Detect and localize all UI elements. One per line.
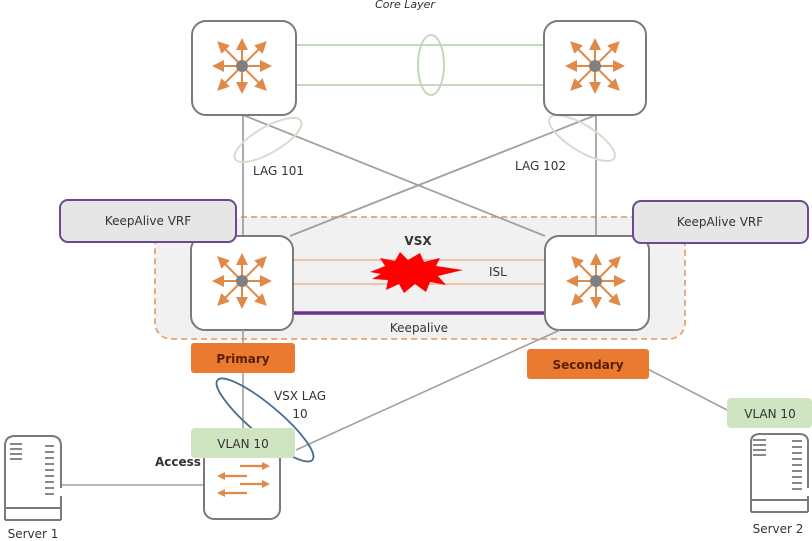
keepalive-vrf-left: KeepAlive VRF: [59, 199, 237, 243]
primary-role-label: Primary: [216, 352, 269, 366]
server-icon: [750, 433, 809, 513]
primary-role-badge: Primary: [191, 343, 295, 373]
server-1-label: Server 1: [8, 527, 59, 541]
switch-icon: [216, 42, 268, 90]
vlan-10-server2-badge: VLAN 10: [727, 398, 812, 428]
vlan-10-access-badge: VLAN 10: [191, 428, 295, 458]
downlinks: [61, 329, 728, 486]
vsx-label: VSX: [404, 234, 432, 248]
keepalive-label: Keepalive: [390, 321, 448, 335]
isl-label: ISL: [489, 265, 507, 279]
lag-101-ellipse: [233, 116, 303, 164]
core-lag-ellipse: [417, 34, 445, 96]
server-2-label: Server 2: [753, 522, 804, 536]
access-label: Access: [155, 455, 201, 469]
server-2[interactable]: Server 2: [750, 433, 809, 536]
diagram-title: Core Layer: [375, 0, 436, 11]
lag-102-ellipse: [548, 114, 616, 162]
vsx-lag-label-line1: VSX LAG: [274, 389, 326, 403]
vsx-secondary-switch[interactable]: [544, 235, 650, 331]
vlan-10-server2-label: VLAN 10: [744, 407, 795, 421]
keepalive-vrf-left-label: KeepAlive VRF: [105, 214, 191, 228]
core-interconnect-links: [296, 34, 544, 96]
switch-icon: [570, 257, 622, 305]
core-switch-left[interactable]: [191, 20, 297, 116]
isl-failure-burst-icon: [370, 252, 463, 293]
keepalive-vrf-right-label: KeepAlive VRF: [677, 215, 763, 229]
secondary-role-badge: Secondary: [527, 349, 649, 379]
keepalive-vrf-right: KeepAlive VRF: [632, 200, 809, 244]
vsx-lag-label-line2: 10: [292, 407, 307, 421]
server-icon: [4, 435, 62, 521]
lag-101-label: LAG 101: [253, 164, 304, 178]
server-1[interactable]: Server 1: [4, 435, 62, 541]
vlan-10-access-label: VLAN 10: [217, 437, 268, 451]
switch-icon: [216, 257, 268, 305]
uplink-links: [242, 114, 597, 237]
vsx-primary-switch[interactable]: [190, 235, 294, 331]
access-switch-icon: [217, 462, 270, 497]
lag-102-label: LAG 102: [515, 159, 566, 173]
access-switch[interactable]: [203, 441, 281, 520]
core-switch-right[interactable]: [543, 20, 647, 116]
secondary-role-label: Secondary: [552, 358, 623, 372]
switch-icon: [569, 42, 621, 90]
